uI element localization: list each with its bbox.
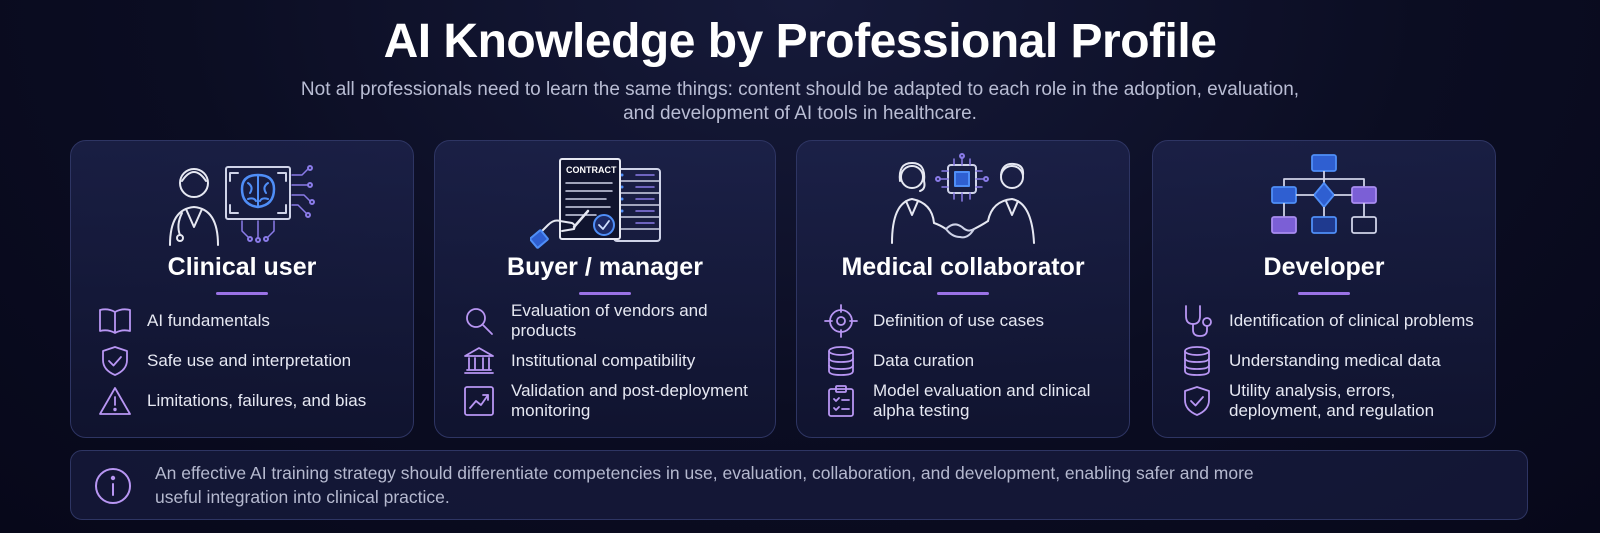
item-text: Validation and post-deployment monitorin… xyxy=(511,381,748,420)
title-underline xyxy=(216,292,268,295)
database-icon xyxy=(821,343,861,379)
item-text: Data curation xyxy=(873,351,975,370)
list-item: Limitations, failures, and bias xyxy=(95,381,397,421)
list-item: Evaluation of vendors and products xyxy=(459,301,759,341)
card-title: Developer xyxy=(1263,253,1385,281)
item-text: Understanding medical data xyxy=(1229,351,1441,370)
list-item: AI fundamentals xyxy=(95,301,397,341)
card-developer: Developer Identification of clinical pro… xyxy=(1152,140,1496,438)
card-title: Clinical user xyxy=(167,253,317,281)
item-text: Institutional compatibility xyxy=(511,351,696,370)
item-text: Identification of clinical problems xyxy=(1229,311,1474,330)
page-subtitle: Not all professionals need to learn the … xyxy=(300,79,1300,124)
shield-check-icon xyxy=(95,343,135,379)
shield-check-icon xyxy=(1177,383,1217,419)
item-text: Utility analysis, errors, deployment, an… xyxy=(1229,381,1435,420)
contract-label: CONTRACT xyxy=(566,165,617,175)
card-title: Buyer / manager xyxy=(507,253,703,281)
info-icon xyxy=(93,466,133,511)
contract-illustration: CONTRACT xyxy=(435,151,775,261)
item-text: Safe use and interpretation xyxy=(147,351,352,370)
card-title: Medical collaborator xyxy=(841,253,1085,281)
card-medical-collaborator: Medical collaborator Definition of use c… xyxy=(796,140,1130,438)
warning-icon xyxy=(95,383,135,419)
trend-chart-icon xyxy=(459,383,499,419)
card-clinical-user: Clinical user AI fundamentals Safe use a… xyxy=(70,140,414,438)
footer-note: An effective AI training strategy should… xyxy=(70,450,1528,520)
list-item: Data curation xyxy=(821,341,1113,381)
page-title: AI Knowledge by Professional Profile xyxy=(383,15,1217,68)
item-text: Definition of use cases xyxy=(873,311,1045,330)
institution-icon xyxy=(459,343,499,379)
item-text: AI fundamentals xyxy=(147,311,270,330)
list-item: Model evaluation and clinical alpha test… xyxy=(821,381,1113,421)
item-text: Model evaluation and clinical alpha test… xyxy=(873,381,1091,420)
footer-text: An effective AI training strategy should… xyxy=(155,463,1254,507)
list-item: Definition of use cases xyxy=(821,301,1113,341)
book-icon xyxy=(95,303,135,339)
title-underline xyxy=(579,292,631,295)
card-buyer-manager: CONTRACT Buyer / manager Evaluation of v… xyxy=(434,140,776,438)
list-item: Utility analysis, errors, deployment, an… xyxy=(1177,381,1479,421)
stethoscope-icon xyxy=(1177,303,1217,339)
list-item: Institutional compatibility xyxy=(459,341,759,381)
title-underline xyxy=(1298,292,1350,295)
title-underline xyxy=(937,292,989,295)
list-item: Validation and post-deployment monitorin… xyxy=(459,381,759,421)
target-icon xyxy=(821,303,861,339)
doctors-chip-illustration xyxy=(797,151,1129,261)
list-item: Identification of clinical problems xyxy=(1177,301,1479,341)
database-icon xyxy=(1177,343,1217,379)
item-text: Limitations, failures, and bias xyxy=(147,391,367,410)
clinician-brain-illustration xyxy=(71,151,413,261)
list-item: Safe use and interpretation xyxy=(95,341,397,381)
item-text: Evaluation of vendors and products xyxy=(511,301,708,340)
list-item: Understanding medical data xyxy=(1177,341,1479,381)
clipboard-icon xyxy=(821,383,861,419)
magnifier-icon xyxy=(459,303,499,339)
flowchart-illustration xyxy=(1153,151,1495,261)
